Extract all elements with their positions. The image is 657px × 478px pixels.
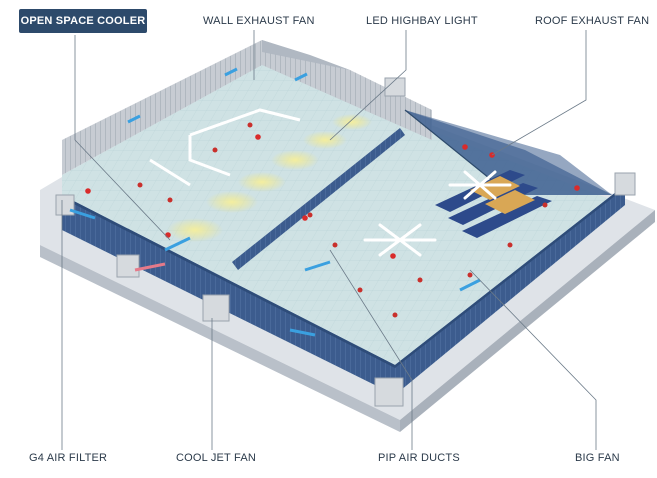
roof-gable (262, 40, 350, 70)
divider-wall (232, 128, 405, 270)
storage-racks (435, 170, 552, 238)
big-fan-blades (363, 170, 512, 257)
front-wall-top-left (62, 195, 395, 368)
slab-edge (40, 245, 400, 432)
callout-cool-jet-fan[interactable]: COOL JET FAN (176, 452, 257, 464)
glass-roof-right (405, 110, 612, 195)
callout-pip-air-ducts[interactable]: PIP AIR DUCTS (378, 452, 460, 464)
back-wall-left (62, 40, 262, 175)
front-wall-right (395, 185, 625, 395)
workers (137, 122, 548, 318)
callout-roof-exhaust-fan[interactable]: ROOF EXHAUST FAN (535, 15, 650, 27)
leader-lines (61, 30, 597, 450)
callout-led-highbay-light[interactable]: LED HIGHBAY LIGHT (366, 15, 478, 27)
callout-big-fan[interactable]: BIG FAN (575, 452, 620, 464)
cooler-units (55, 77, 636, 407)
hotspot-markers (85, 134, 580, 259)
callout-g4-air-filter[interactable]: G4 AIR FILTER (29, 452, 108, 464)
slab-edge-right (400, 210, 655, 432)
open-space-cooler-badge[interactable]: OPEN SPACE COOLER (19, 9, 147, 33)
airflow-arrows (69, 67, 481, 337)
back-wall-right (262, 40, 432, 140)
callout-wall-exhaust-fan[interactable]: WALL EXHAUST FAN (203, 15, 315, 27)
office-partitions (149, 108, 301, 187)
front-wall-top-right (395, 185, 625, 368)
led-light-glows (167, 114, 372, 242)
